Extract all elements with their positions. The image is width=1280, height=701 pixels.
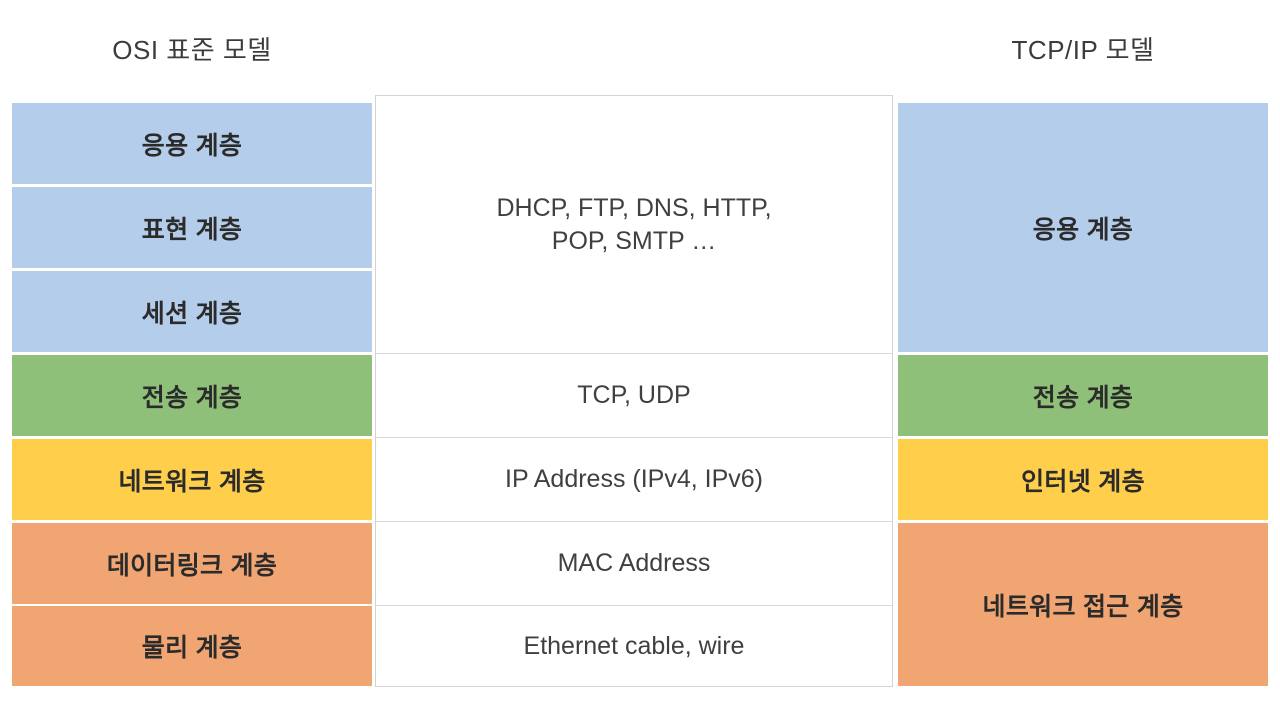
- protocol-row-divider: [376, 353, 892, 354]
- protocol-examples-table: DHCP, FTP, DNS, HTTP, POP, SMTP … TCP, UD…: [375, 95, 893, 687]
- osi-layer-label: 물리 계층: [141, 634, 243, 662]
- osi-layer-block: 표현 계층: [12, 187, 372, 268]
- tcpip-layer-block: 전송 계층: [898, 355, 1268, 436]
- protocol-row-label: DHCP, FTP, DNS, HTTP, POP, SMTP …: [496, 194, 772, 255]
- protocol-row-label: Ethernet cable, wire: [523, 631, 745, 660]
- osi-column-header: OSI 표준 모델: [112, 35, 272, 65]
- protocol-row-label: TCP, UDP: [577, 381, 691, 410]
- protocol-row-divider: [376, 605, 892, 606]
- osi-layer-label: 표현 계층: [141, 215, 243, 244]
- protocol-row: TCP, UDP: [376, 354, 892, 437]
- osi-layer-block: 네트워크 계층: [12, 439, 372, 520]
- osi-layer-label: 데이터링크 계층: [106, 551, 278, 580]
- osi-layer-block: 데이터링크 계층: [12, 523, 372, 604]
- tcpip-layer-label: 응용 계층: [1032, 215, 1134, 244]
- osi-layer-label: 네트워크 계층: [118, 467, 266, 496]
- protocol-row: MAC Address: [376, 522, 892, 605]
- osi-layer-block: 세션 계층: [12, 271, 372, 352]
- osi-layer-label: 세션 계층: [141, 299, 243, 328]
- tcpip-layer-block: 네트워크 접근 계층: [898, 523, 1268, 686]
- osi-layer-label: 응용 계층: [141, 131, 243, 160]
- protocol-row: DHCP, FTP, DNS, HTTP, POP, SMTP …: [376, 96, 892, 353]
- tcpip-layer-block: 인터넷 계층: [898, 439, 1268, 520]
- protocol-row-divider: [376, 437, 892, 438]
- tcpip-layer-label: 인터넷 계층: [1021, 467, 1145, 496]
- tcpip-layer-label: 네트워크 접근 계층: [982, 592, 1184, 621]
- protocol-row-divider: [376, 521, 892, 522]
- tcpip-layer-block: 응용 계층: [898, 103, 1268, 352]
- protocol-row-label: MAC Address: [557, 549, 711, 578]
- protocol-row: IP Address (IPv4, IPv6): [376, 438, 892, 521]
- tcpip-layer-label: 전송 계층: [1032, 383, 1134, 412]
- protocol-row: Ethernet cable, wire: [376, 606, 892, 686]
- osi-layer-block: 전송 계층: [12, 355, 372, 436]
- osi-layer-block: 물리 계층: [12, 606, 372, 686]
- osi-layer-label: 전송 계층: [141, 383, 243, 412]
- protocol-row-label: IP Address (IPv4, IPv6): [505, 465, 763, 494]
- osi-layer-block: 응용 계층: [12, 103, 372, 184]
- tcpip-column-header: TCP/IP 모델: [1011, 35, 1155, 65]
